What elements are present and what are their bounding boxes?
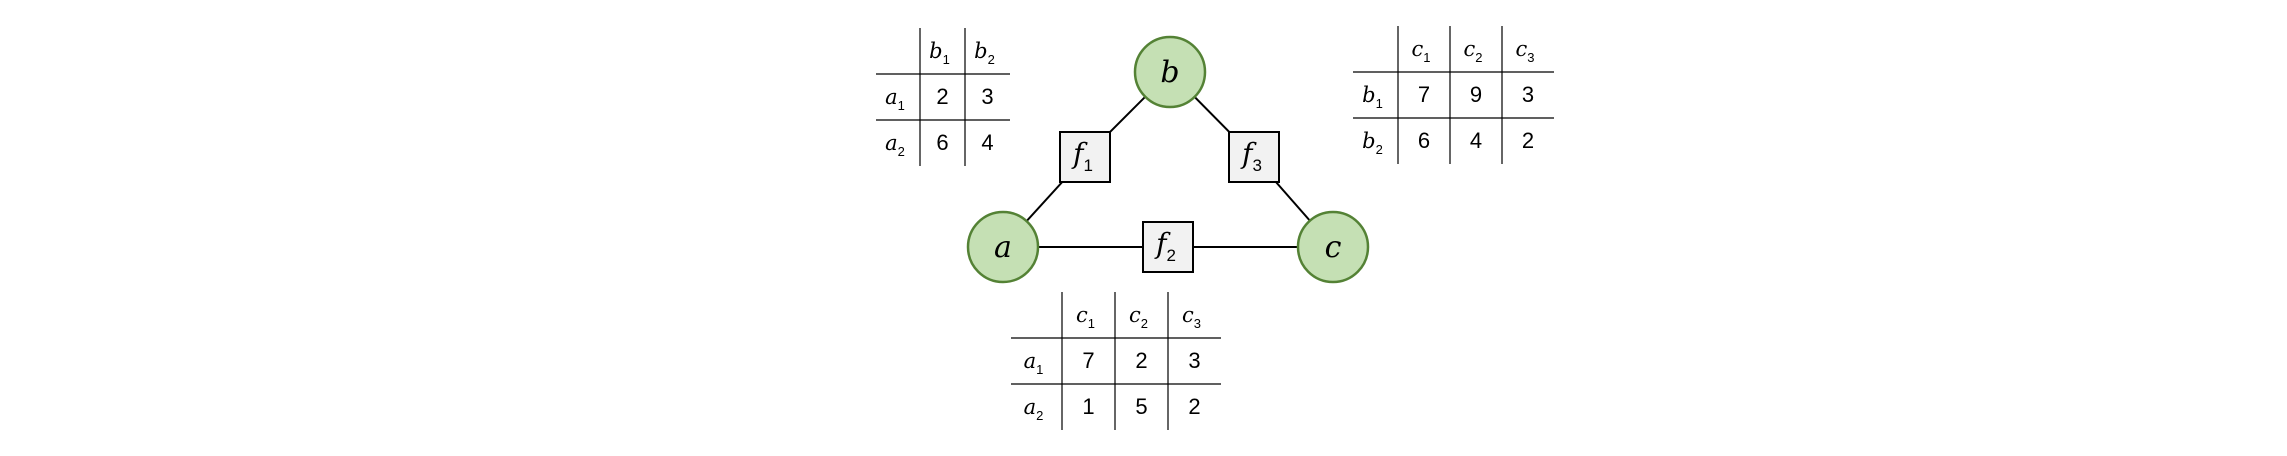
table-row-header: a2 [885,131,905,159]
table-column-header: c1 [1076,303,1095,331]
table-cell: 7 [1418,82,1430,107]
table-row-header: b2 [1362,129,1383,157]
factor-node-box [1228,131,1280,183]
table-cell: 2 [1135,348,1147,373]
table-cell: 2 [1522,128,1534,153]
table-cell: 2 [936,84,948,109]
table-column-header: c2 [1129,303,1148,331]
table-cell: 3 [1522,82,1534,107]
table-row-header: a1 [885,85,905,113]
table-cell: 4 [1470,128,1482,153]
variable-label-b: b [1160,55,1179,90]
table-f2: c1 c2 c3 a1 7 2 3 a2 1 5 2 [1011,292,1221,430]
factor-node-f1: f1 [1059,131,1111,183]
table-column-header: c2 [1464,37,1483,65]
table-cell: 7 [1082,348,1094,373]
table-cell: 5 [1135,394,1147,419]
table-row-header: b1 [1362,83,1383,111]
table-cell: 6 [936,130,948,155]
variable-node-circle [1296,210,1370,284]
factor-node-f3: f3 [1228,131,1280,183]
table-cell: 3 [981,84,993,109]
table-row-header: a2 [1024,395,1044,423]
variable-label-c: c [1325,230,1342,265]
variable-node-circle [966,210,1040,284]
table-f1: b1 b2 a1 2 3 a2 6 4 [876,28,1010,166]
table-cell: 9 [1470,82,1482,107]
table-column-header: b1 [929,39,950,67]
table-f3: c1 c2 c3 b1 7 9 3 b2 6 4 2 [1353,26,1554,164]
table-column-header: c3 [1182,303,1201,331]
variable-node-a: a [966,210,1040,284]
factor-node-box [1142,221,1194,273]
table-cell: 6 [1418,128,1430,153]
table-cell: 3 [1188,348,1200,373]
table-column-header: c3 [1516,37,1535,65]
variable-node-c: c [1296,210,1370,284]
table-cell: 1 [1082,394,1094,419]
factor-node-f2: f2 [1142,221,1194,273]
table-cell: 2 [1188,394,1200,419]
variable-node-circle [1133,35,1207,109]
table-column-header: c1 [1412,37,1431,65]
variable-label-a: a [994,230,1012,265]
table-row-header: a1 [1024,349,1044,377]
variable-node-b: b [1133,35,1207,109]
factor-node-box [1059,131,1111,183]
table-column-header: b2 [974,39,995,67]
table-cell: 4 [981,130,993,155]
